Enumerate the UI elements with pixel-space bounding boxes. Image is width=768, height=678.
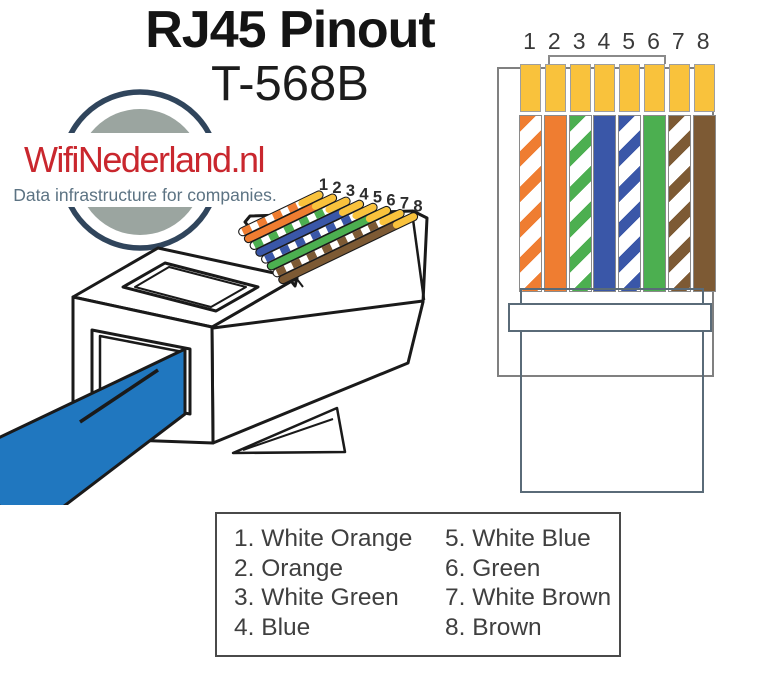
legend-box: 1. White Orange 2. Orange 3. White Green… xyxy=(215,512,621,657)
pin-number: 6 xyxy=(647,28,660,54)
page-title: RJ45 Pinout xyxy=(145,1,436,59)
pin-number: 7 xyxy=(400,195,409,213)
page-subtitle: T-568B xyxy=(211,57,369,111)
pin-number: 2 xyxy=(547,28,561,54)
legend-item: 5. White Blue xyxy=(445,525,591,552)
gold-tip xyxy=(325,197,350,213)
pin-number: 8 xyxy=(696,28,710,54)
pin-number: 5 xyxy=(373,188,382,206)
cable-3d xyxy=(0,347,187,505)
latch-wedge xyxy=(231,406,347,455)
body-ridge-line xyxy=(212,299,424,330)
wire-blue xyxy=(593,115,617,292)
pin-number: 1 xyxy=(523,28,536,54)
pin-number: 4 xyxy=(597,28,611,54)
gold-tip xyxy=(379,210,404,226)
wire-white-orange xyxy=(519,115,542,292)
wire-brown xyxy=(692,115,716,292)
logo-tagline: Data infrastructure for companies. xyxy=(13,185,277,205)
body-end-edge xyxy=(410,211,426,301)
pin-number: 4 xyxy=(359,185,369,203)
pin-number: 6 xyxy=(386,192,395,210)
wire-white-green xyxy=(568,115,592,292)
wires-3d xyxy=(238,190,419,285)
wire-white-brown xyxy=(667,115,691,292)
pin-number: 3 xyxy=(572,28,586,54)
cable-highlight-line xyxy=(79,368,159,424)
legend-item: 1. White Orange xyxy=(234,525,413,552)
logo-graphic xyxy=(0,89,300,251)
gold-tip xyxy=(365,207,390,223)
pin-number: 2 xyxy=(332,179,341,197)
gold-pin xyxy=(569,64,591,112)
gold-tip xyxy=(392,213,417,229)
gold-tip xyxy=(338,200,363,216)
pin-number: 3 xyxy=(346,182,355,200)
gold-pin xyxy=(520,64,541,112)
gold-pin xyxy=(594,64,616,112)
legend-item: 4. Blue xyxy=(234,613,311,641)
legend-column-left: 1. White Orange 2. Orange 3. White Green… xyxy=(234,524,445,655)
wire-orange xyxy=(543,115,567,292)
gold-pin xyxy=(644,64,665,112)
wire-green xyxy=(643,115,666,292)
legend-item: 6. Green xyxy=(445,554,541,582)
pin-number: 1 xyxy=(319,176,328,194)
gold-pin xyxy=(619,64,641,112)
legend-item: 3. White Green xyxy=(234,584,399,611)
gold-tip xyxy=(298,191,323,207)
gold-pin xyxy=(693,64,715,112)
latch-hole-inner xyxy=(134,266,247,308)
pin-number: 7 xyxy=(671,28,685,54)
gold-tip xyxy=(352,203,377,220)
strain-relief-bar xyxy=(508,303,712,332)
logo-wordmark: WifiNederland.nl xyxy=(23,139,266,180)
wire-white-blue xyxy=(618,115,642,292)
pin-number: 5 xyxy=(622,28,636,54)
legend-item: 2. Orange xyxy=(234,554,343,582)
gold-pin xyxy=(544,64,566,112)
latch-wedge-line xyxy=(242,418,334,451)
legend-item: 7. White Brown xyxy=(445,584,612,611)
logo-text-band xyxy=(0,133,300,207)
cable-jacket xyxy=(520,288,704,493)
legend-column-right: 5. White Blue 6. Green 7. White Brown 8.… xyxy=(445,524,619,655)
gold-tip xyxy=(311,194,336,210)
legend-item: 8. Brown xyxy=(445,613,542,641)
pin-number: 8 xyxy=(413,198,422,216)
pin-group-bracket xyxy=(548,55,666,64)
gold-pin xyxy=(668,64,690,112)
